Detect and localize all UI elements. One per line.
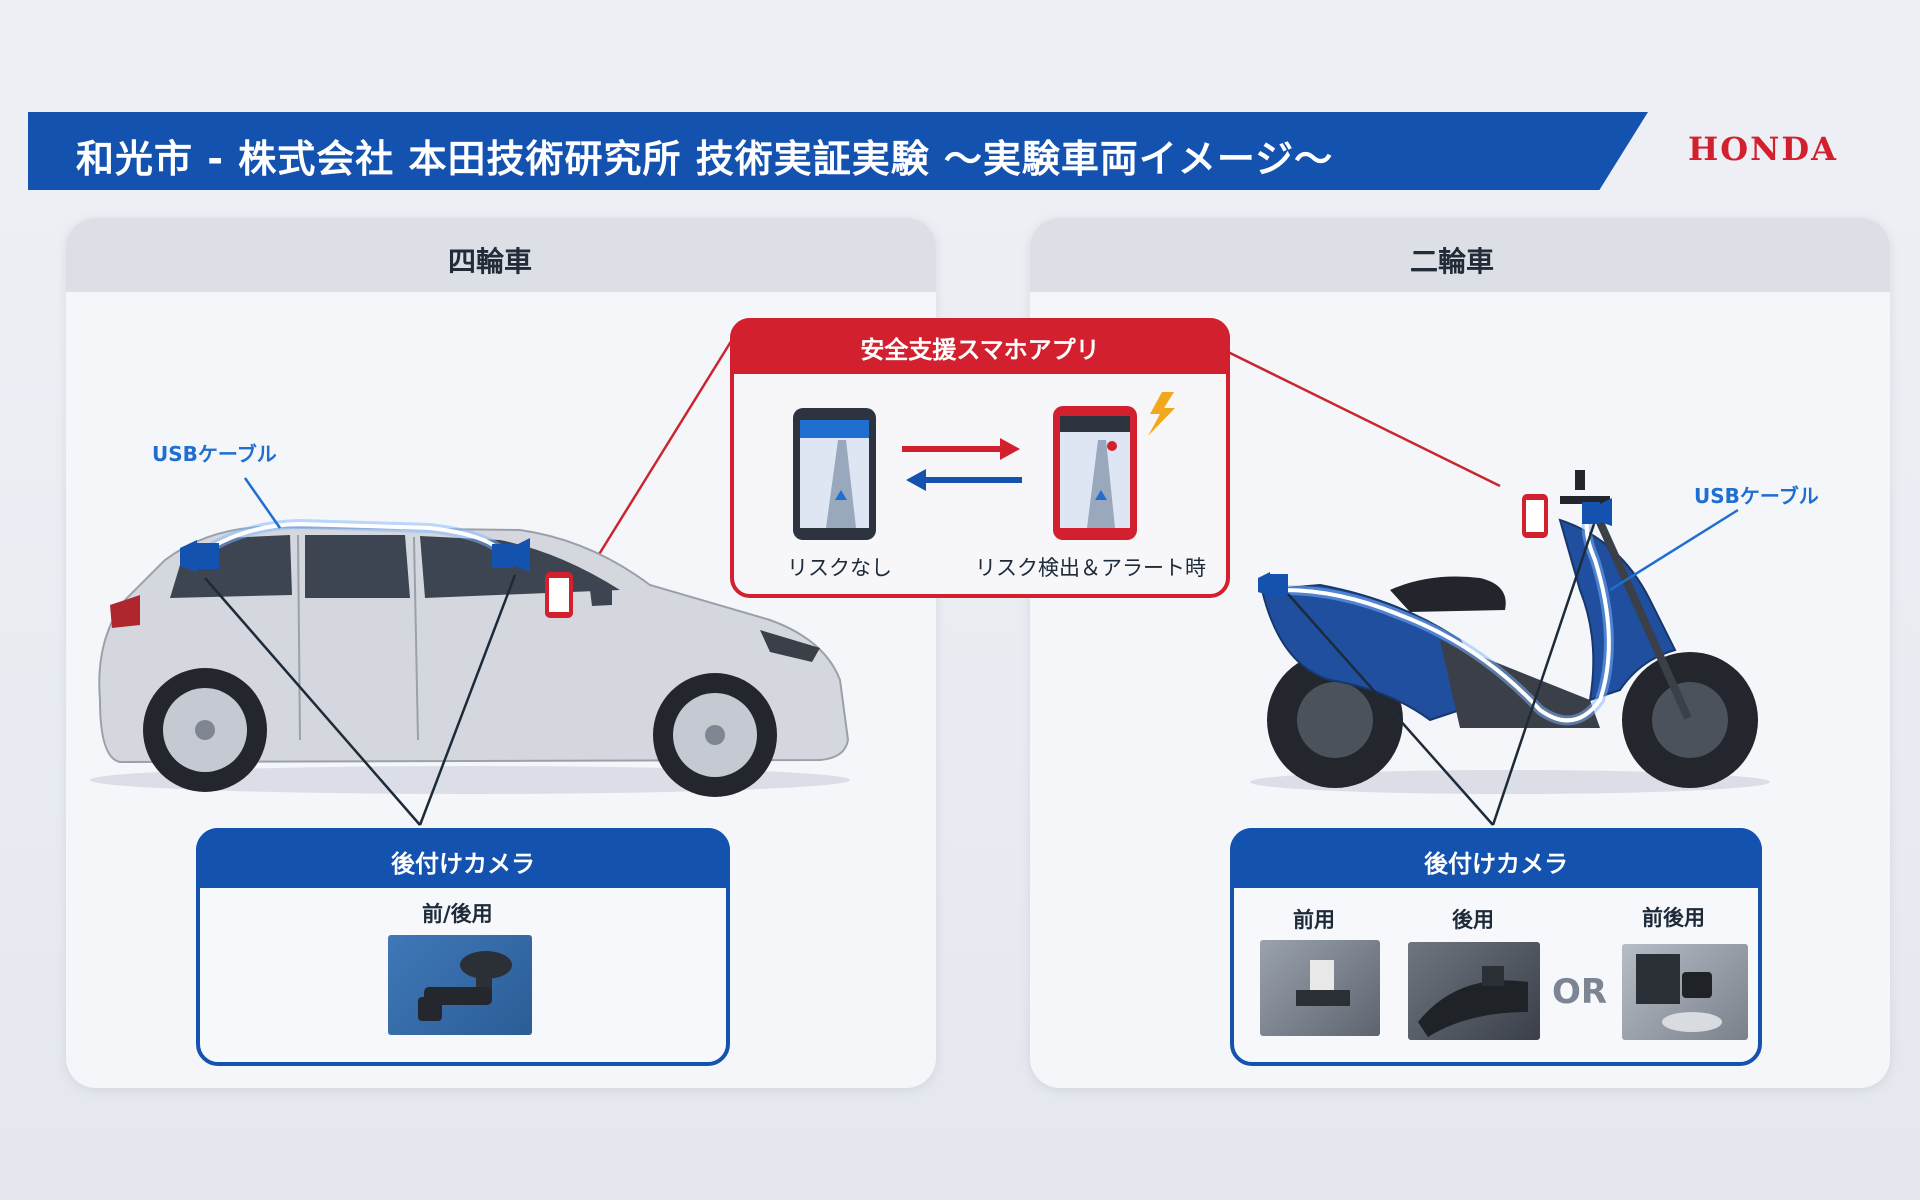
four-wheel-label: 四輪車 [448,245,533,278]
scooter-front-rear-camera-photo [1622,944,1748,1040]
scooter-rear-camera-photo [1408,942,1540,1040]
or-separator: OR [1552,972,1608,1012]
car-rear-camera-icon [180,540,219,572]
scooter-rear-camera-icon [1258,572,1288,596]
app-connector-car-line [596,334,737,557]
front-mount-icon [1296,960,1350,1006]
scooter-camera-rear-label: 後用 [1452,908,1494,932]
safety-app-header [730,318,1230,374]
scooter-camera-front-label: 前用 [1293,908,1335,932]
safety-app-title: 安全支援スマホアプリ [860,336,1100,364]
scooter-camera-front-rear-label: 前後用 [1642,906,1705,930]
phone-normal-label: リスクなし [787,556,892,580]
honda-logo: HONDA [1688,130,1838,168]
title-banner [28,112,1648,190]
phone-normal-icon [793,408,876,540]
scooter-usb-cable-label: USBケーブル [1694,484,1819,508]
car-camera-front-rear-label: 前/後用 [422,902,493,926]
car-phone-icon [545,572,573,618]
four-wheel-panel-header [66,218,936,292]
alert-lightning-icon [1148,392,1175,436]
two-wheel-panel-header [1030,218,1890,292]
car-camera-mount-photo [388,935,532,1035]
scooter-phone-icon [1522,494,1548,538]
car-camera-box-header [196,828,730,888]
slide-title: 和光市 - 株式会社 本田技術研究所 技術実証実験 ～実験車両イメージ～ [76,137,1334,181]
phone-alert-icon [1053,406,1137,540]
car-camera-box-title: 後付けカメラ [391,850,535,878]
sync-arrows-icon [902,438,1022,491]
two-wheel-label: 二輪車 [1410,245,1495,278]
phone-alert-label: リスク検出＆アラート時 [975,556,1206,580]
scooter-front-camera-icon [1582,498,1612,526]
scooter-camera-box-title: 後付けカメラ [1424,850,1568,878]
car-illustration [90,525,850,797]
rear-mount-icon [1418,966,1528,1037]
scooter-camera-box-header [1230,828,1762,888]
scooter-front-camera-photo [1260,940,1380,1036]
car-front-camera-icon [492,538,530,572]
suction-mount-icon [418,951,512,1021]
app-connector-bike-line [1227,350,1501,488]
car-usb-cable-label: USBケーブル [152,442,277,466]
dual-mount-icon [1636,954,1722,1032]
